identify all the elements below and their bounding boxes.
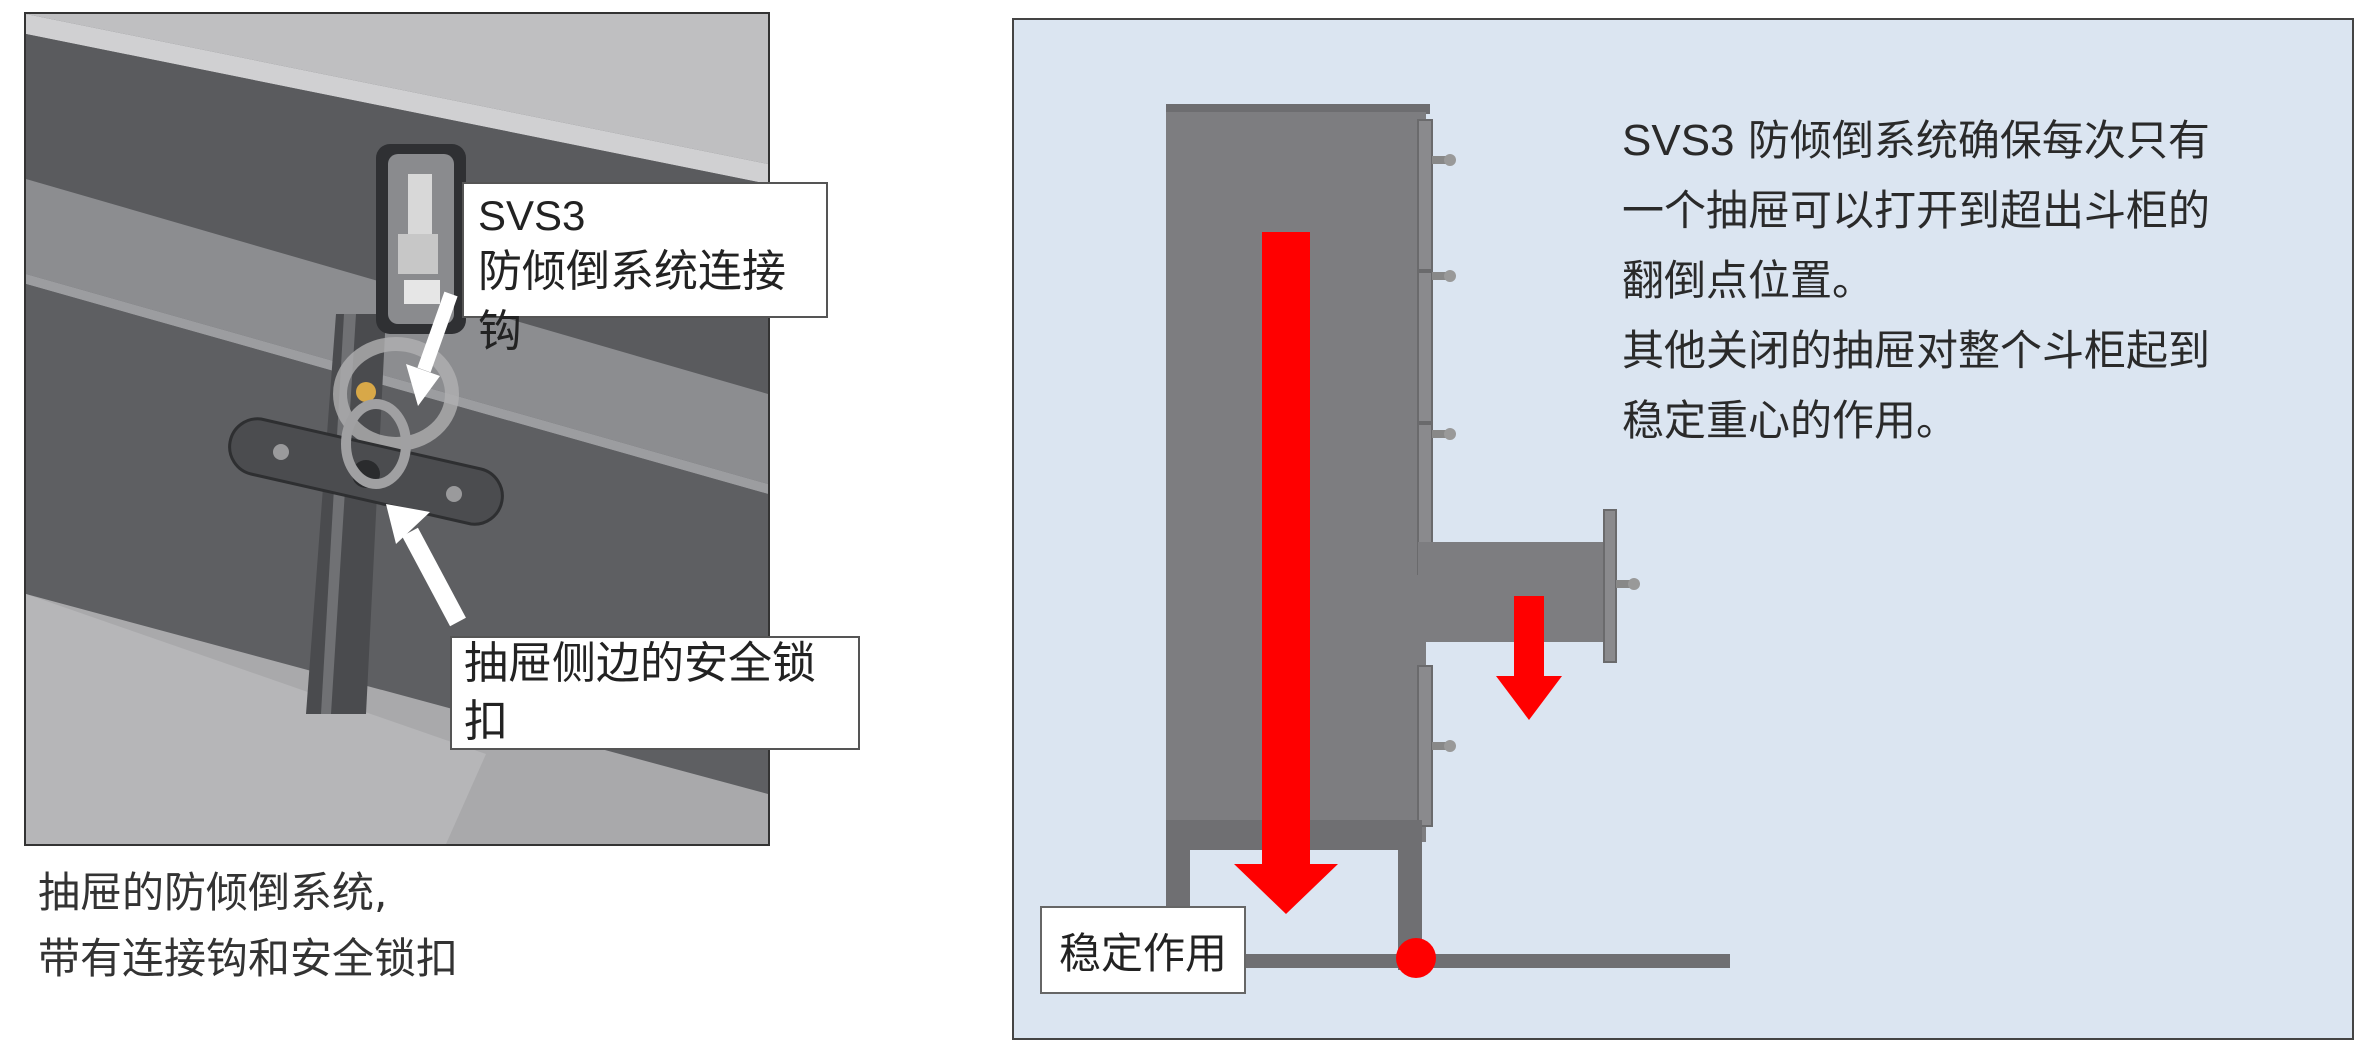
tipping-point-dot [1396, 938, 1436, 978]
description-line-2: 一个抽屉可以打开到超出斗柜的 [1622, 186, 2211, 235]
description-model: SVS3 [1622, 116, 1735, 165]
floor-bar [1244, 954, 1730, 968]
hook-callout-text: 防倾倒系统连接钩 [478, 246, 786, 357]
cabinet-top [1166, 104, 1430, 114]
hook-illustration [26, 14, 768, 844]
stable-label: 稳定作用 [1040, 906, 1246, 994]
description-line-4: 其他关闭的抽屉对整个斗柜起到 [1622, 326, 2211, 375]
closed-drawers [1417, 119, 1456, 827]
cabinet-diagram [1166, 104, 1730, 978]
left-caption: 抽屉的防倾倒系统, 带有连接钩和安全锁扣 [38, 860, 878, 992]
lock-callout: 抽屉侧边的安全锁扣 [450, 636, 860, 750]
gravity-arrow-head [1234, 864, 1338, 914]
drawer-arrow-head [1496, 676, 1562, 720]
stability-diagram-panel: SVS3 防倾倒系统确保每次只有 一个抽屉可以打开到超出斗柜的 翻倒点位置。 其… [1012, 18, 2354, 1040]
hook-callout: SVS3 防倾倒系统连接钩 [462, 182, 828, 357]
lock-callout-text: 抽屉侧边的安全锁扣 [464, 638, 816, 747]
description-line-3: 翻倒点位置。 [1622, 256, 1875, 305]
hook-photo-panel [24, 12, 770, 846]
description-line-5: 稳定重心的作用。 [1622, 396, 1959, 445]
svs3-description: SVS3 防倾倒系统确保每次只有 一个抽屉可以打开到超出斗柜的 翻倒点位置。 其… [1622, 106, 2322, 456]
drawer-arrow-shaft [1514, 596, 1544, 680]
caption-line-2: 带有连接钩和安全锁扣 [38, 934, 459, 983]
caption-line-1: 抽屉的防倾倒系统, [38, 868, 388, 917]
open-drawer [1418, 509, 1640, 663]
hook-callout-model: SVS3 [478, 192, 586, 239]
description-line-1: 防倾倒系统确保每次只有 [1734, 116, 2210, 165]
gravity-arrow-shaft [1262, 232, 1310, 882]
